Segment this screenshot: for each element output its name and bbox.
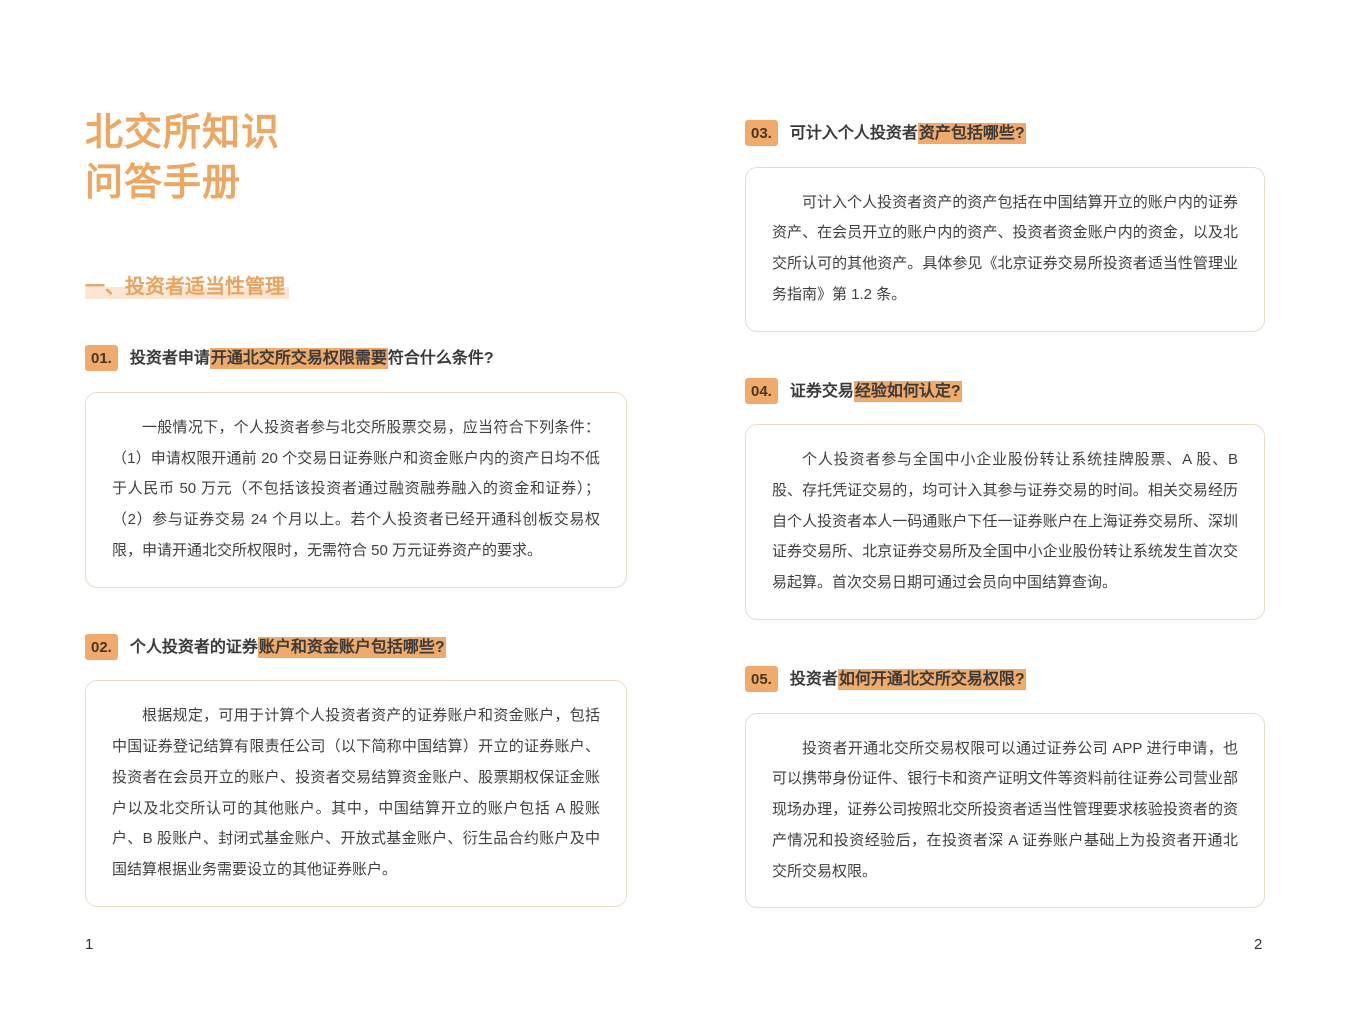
answer-box-02: 根据规定，可用于计算个人投资者资产的证券账户和资金账户，包括中国证券登记结算有限… <box>85 680 627 907</box>
question-title-highlight: 账户和资金账户包括哪些? <box>257 636 446 658</box>
answer-box-03: 可计入个人投资者资产的资产包括在中国结算开立的账户内的证券资产、在会员开立的账户… <box>745 166 1265 332</box>
question-title-highlight: 资产包括哪些? <box>917 123 1026 144</box>
doc-title-line2: 问答手册 <box>85 162 242 205</box>
question-block-05: 05. 投资者如何开通北交所交易权限? <box>745 665 1265 693</box>
left-column: 北交所知识 问答手册 一、投资者适当性管理 01. 投资者申请开通北交所交易权限… <box>85 0 627 907</box>
question-title-highlight: 经验如何认定? <box>853 380 962 402</box>
question-title: 可计入个人投资者资产包括哪些? <box>790 120 1026 147</box>
question-number-badge: 03. <box>745 120 778 146</box>
question-block-04: 04. 证券交易经验如何认定? <box>745 377 1265 405</box>
right-column: 03. 可计入个人投资者资产包括哪些? 可计入个人投资者资产的资产包括在中国结算… <box>745 0 1265 909</box>
question-title: 投资者如何开通北交所交易权限? <box>790 666 1026 693</box>
question-number-badge: 05. <box>745 665 778 692</box>
question-block-03: 03. 可计入个人投资者资产包括哪些? <box>745 120 1265 147</box>
question-title-plain: 投资者申请 <box>129 350 210 368</box>
question-title-plain: 证券交易 <box>789 382 854 400</box>
question-title-plain: 可计入个人投资者 <box>789 125 918 142</box>
question-title: 个人投资者的证券账户和资金账户包括哪些? <box>130 634 446 661</box>
answer-box-01: 一般情况下，个人投资者参与北交所股票交易，应当符合下列条件：（1）申请权限开通前… <box>85 391 627 588</box>
question-title-plain: 个人投资者的证券 <box>129 638 258 656</box>
question-title-plain: 符合什么条件? <box>387 350 494 368</box>
doc-title-line1: 北交所知识 <box>85 112 281 154</box>
question-title: 证券交易经验如何认定? <box>790 378 962 405</box>
section-heading: 一、投资者适当性管理 <box>85 270 289 300</box>
page-number-left: 1 <box>85 936 94 953</box>
question-block-01: 01. 投资者申请开通北交所交易权限需要符合什么条件? <box>85 345 627 372</box>
question-number-badge: 04. <box>745 377 778 404</box>
question-block-02: 02. 个人投资者的证券账户和资金账户包括哪些? <box>85 633 627 661</box>
answer-box-05: 投资者开通北交所交易权限可以通过证券公司 APP 进行申请，也可以携带身份证件、… <box>745 712 1265 909</box>
question-title-highlight: 开通北交所交易权限需要 <box>209 348 388 370</box>
question-number-badge: 01. <box>85 345 118 372</box>
question-title-plain: 投资者 <box>789 670 838 688</box>
question-title-highlight: 如何开通北交所交易权限? <box>837 668 1026 690</box>
question-title: 投资者申请开通北交所交易权限需要符合什么条件? <box>130 345 494 372</box>
answer-box-04: 个人投资者参与全国中小企业股份转让系统挂牌股票、A 股、B 股、存托凭证交易的，… <box>745 424 1265 620</box>
doc-title: 北交所知识 问答手册 <box>85 108 627 208</box>
question-number-badge: 02. <box>85 633 118 660</box>
page-number-right: 2 <box>1254 936 1263 953</box>
